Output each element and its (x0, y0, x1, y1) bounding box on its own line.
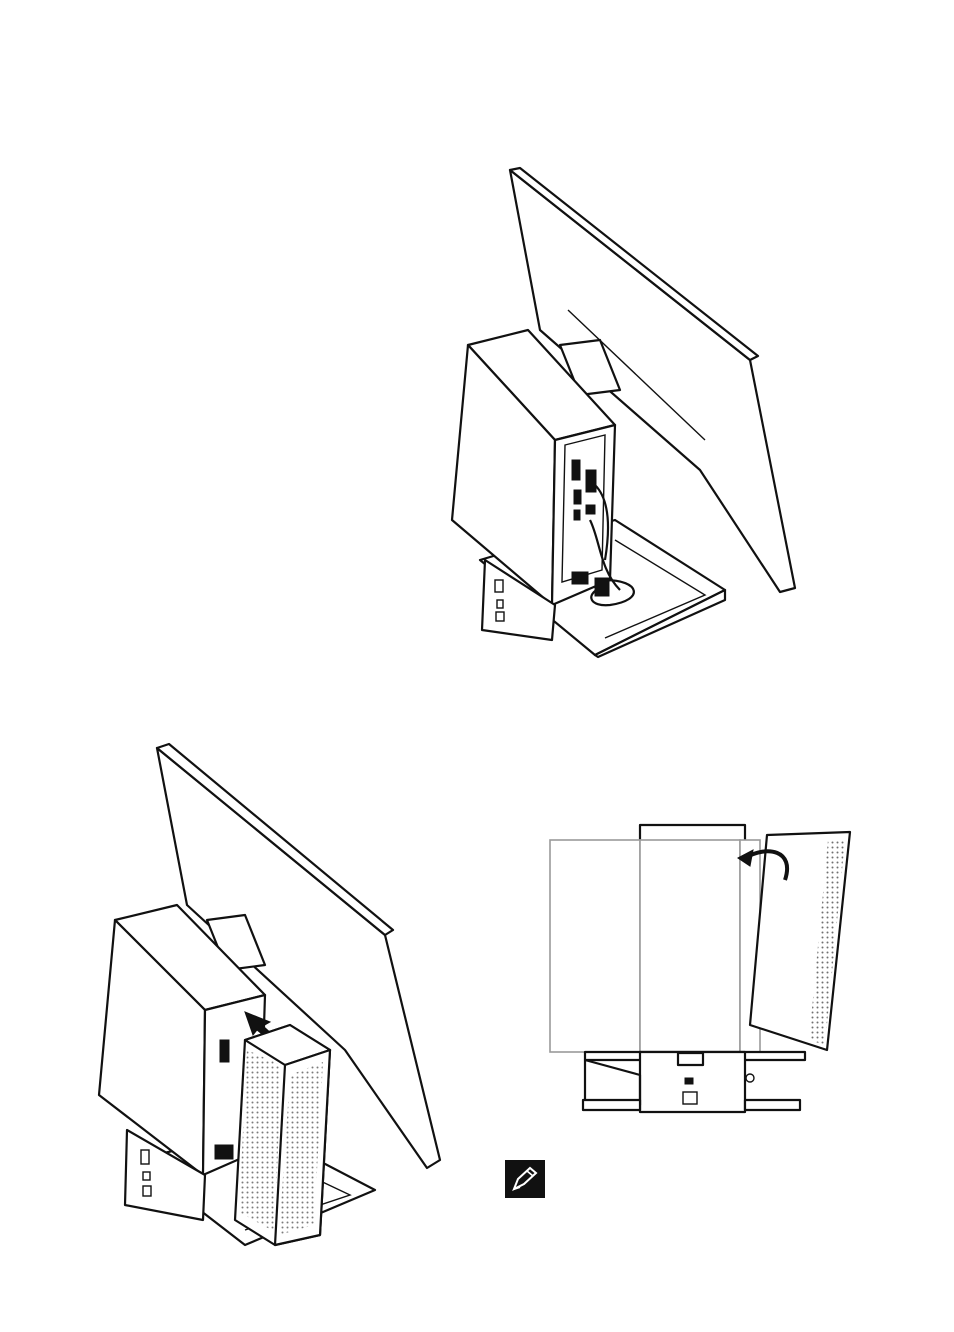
figure-monitor-cover (95, 740, 455, 1250)
pencil-note-icon (505, 1160, 545, 1198)
figure-cover-rotation (545, 820, 855, 1115)
monitor-cover-illustration (95, 740, 455, 1250)
cover-rotation-illustration (545, 820, 855, 1115)
monitor-cables-illustration (440, 160, 810, 660)
figure-monitor-cables (440, 160, 810, 660)
pencil-glyph-icon (510, 1165, 540, 1193)
